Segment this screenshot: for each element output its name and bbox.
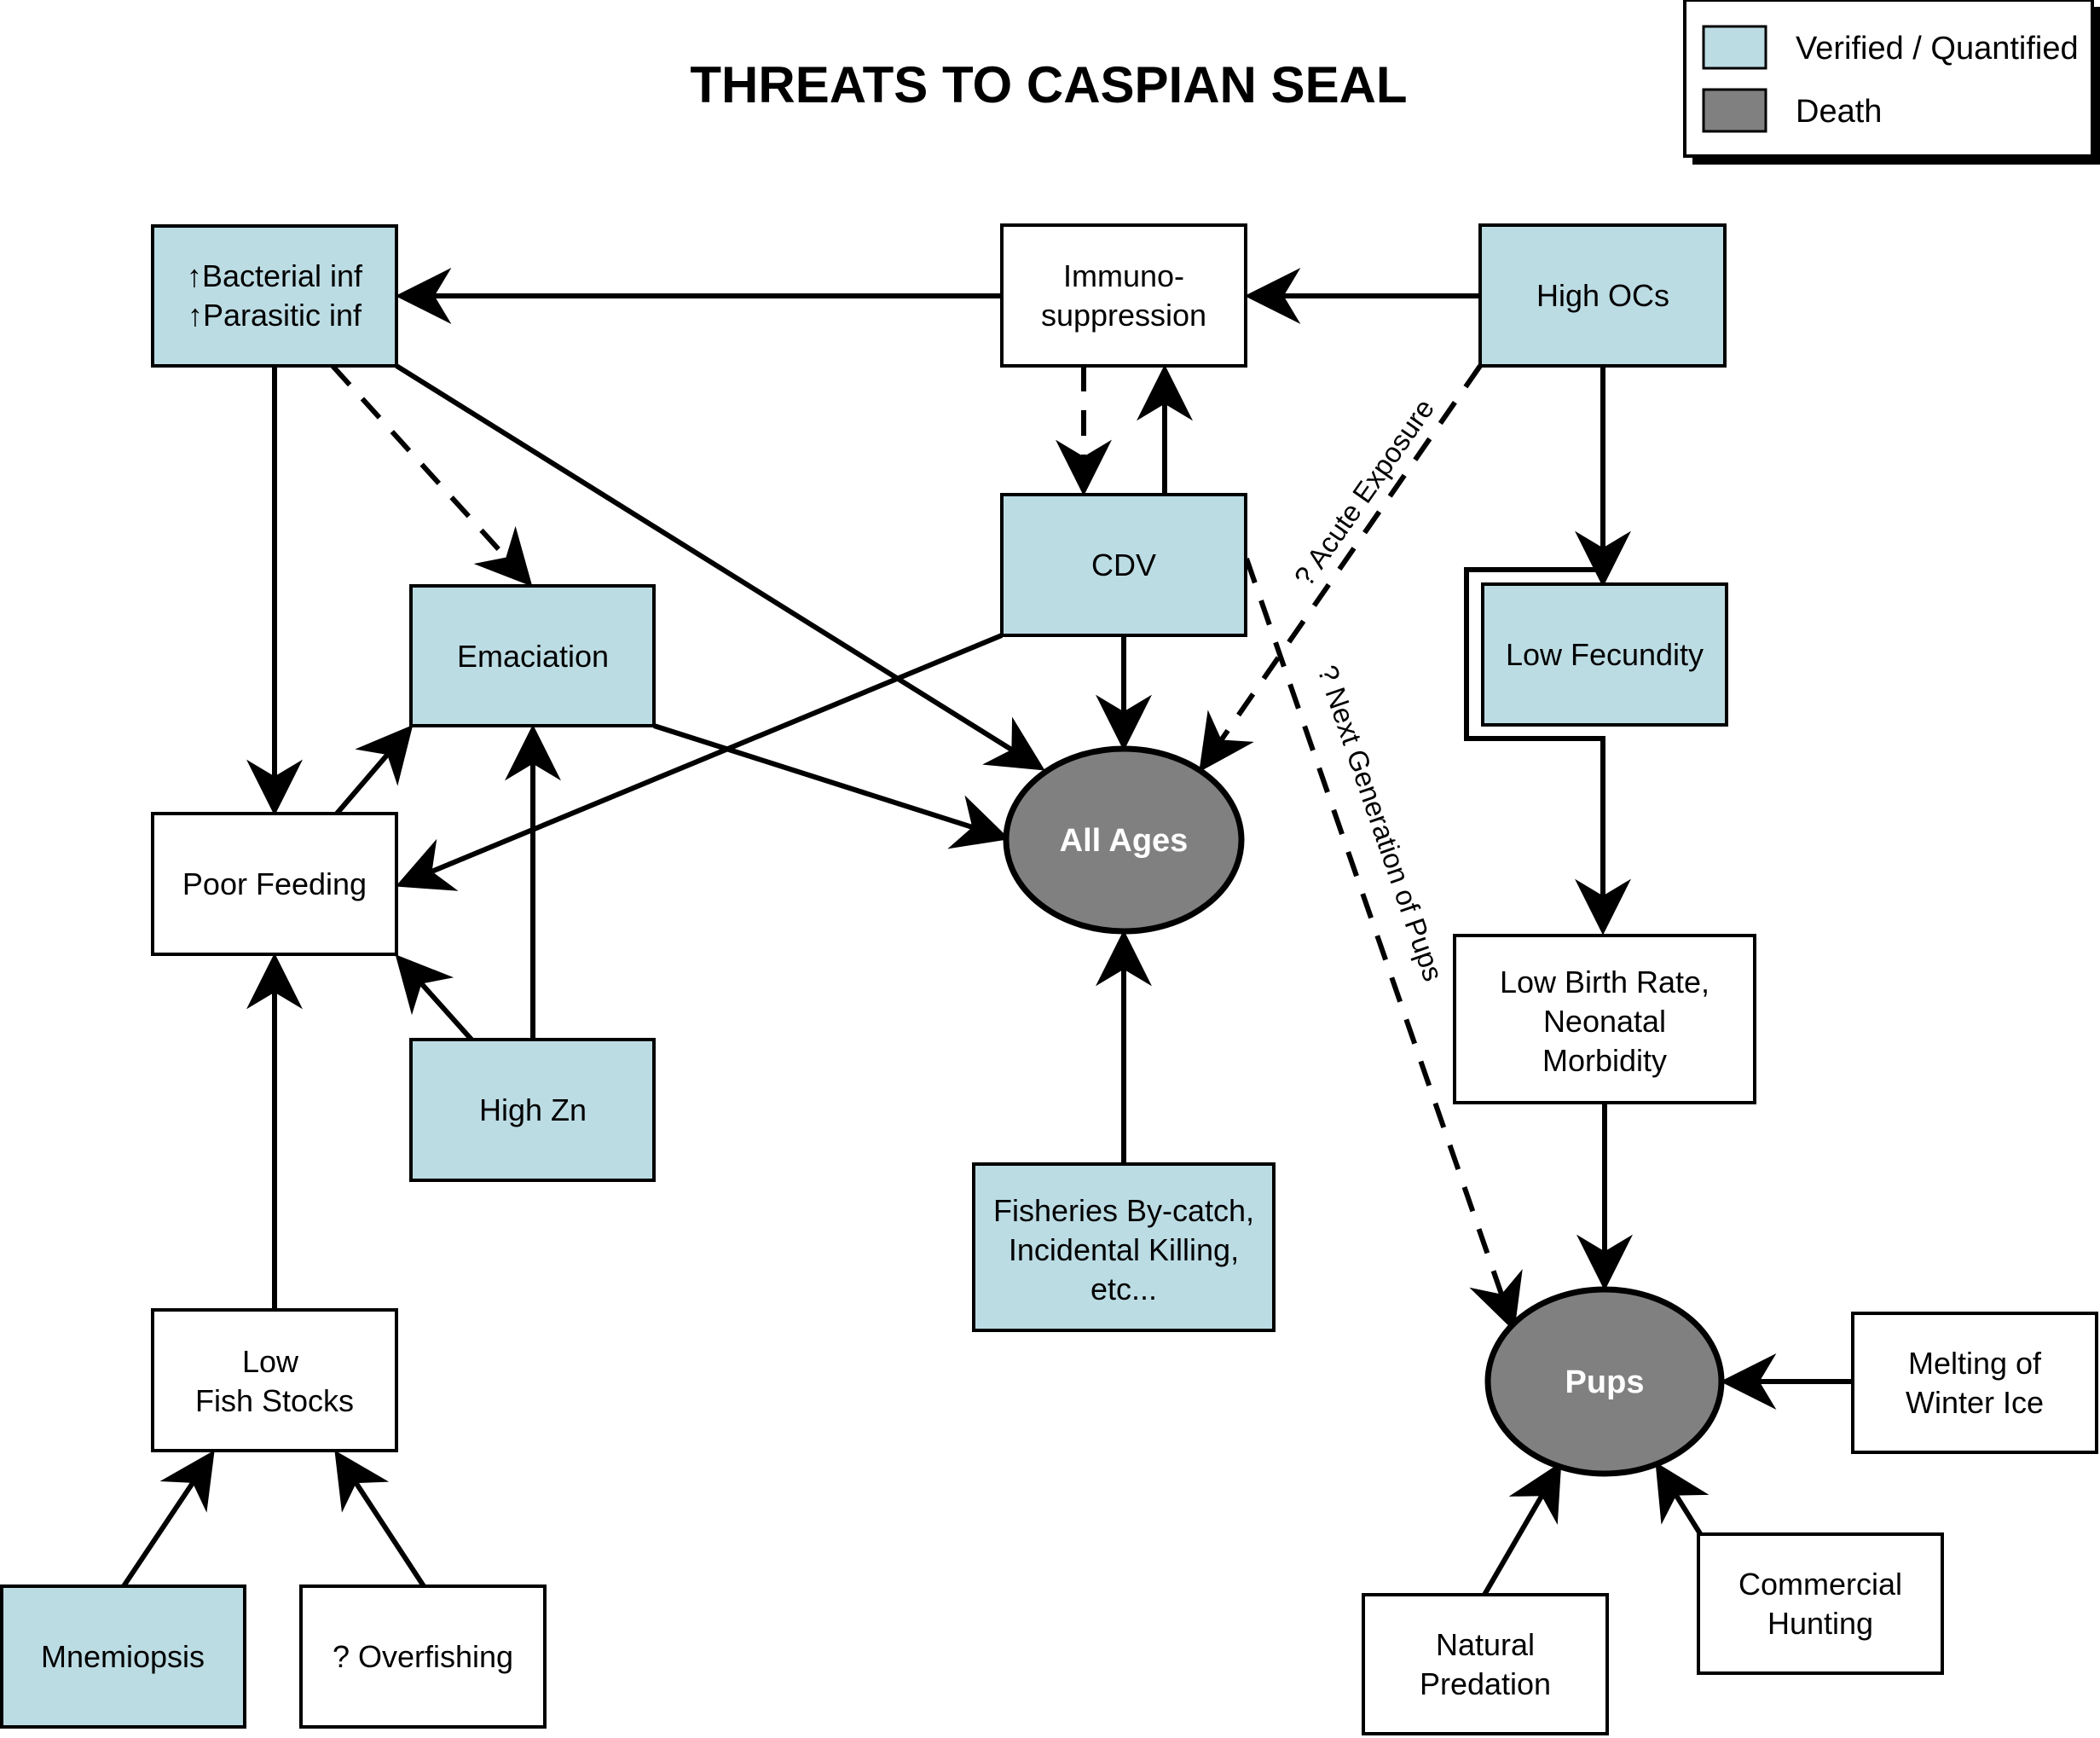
- nodes: ↑Bacterial inf ↑Parasitic inf Immuno- su…: [0, 223, 2098, 1735]
- node-high-zn[interactable]: High Zn: [409, 1038, 656, 1182]
- node-commercial-hunting[interactable]: Commercial Hunting: [1697, 1532, 1944, 1675]
- edge-overfishing-to-lowfish: [334, 1450, 426, 1588]
- node-natural-predation[interactable]: Natural Predation: [1362, 1593, 1609, 1735]
- edge-commercial-to-pups: [1655, 1462, 1710, 1537]
- edge-poorfeeding-to-emaciation: [334, 724, 414, 815]
- edge-label-next-generation: ? Next Generation of Pups: [1311, 661, 1449, 985]
- edge-bacterial-to-emaciation: [330, 363, 533, 587]
- node-immuno[interactable]: Immuno- suppression: [1000, 223, 1247, 368]
- edge-cdv-to-poorfeeding: [395, 633, 1004, 891]
- node-low-fish-line-1: Low: [242, 1344, 299, 1379]
- edge-bacterial-to-allages: [395, 363, 1045, 771]
- legend-label-verified: Verified / Quantified: [1796, 31, 2079, 67]
- legend: Verified / Quantified Death: [1683, 0, 2100, 165]
- node-fisheries-line-3: etc...: [1090, 1272, 1157, 1306]
- node-high-zn-label: High Zn: [479, 1092, 587, 1127]
- node-low-fish-stocks[interactable]: Low Fish Stocks: [151, 1308, 398, 1452]
- edge-fecundity-bracket: [1464, 567, 1631, 936]
- node-immuno-line-1: Immuno-: [1063, 258, 1184, 293]
- node-pups[interactable]: Pups: [1484, 1286, 1725, 1477]
- node-low-birth[interactable]: Low Birth Rate, Neonatal Morbidity: [1453, 934, 1756, 1104]
- node-high-ocs[interactable]: High OCs: [1478, 223, 1727, 368]
- node-bacterial-line-1: ↑Bacterial inf: [187, 258, 363, 293]
- node-natural-line-1: Natural: [1436, 1627, 1535, 1662]
- node-pups-label: Pups: [1565, 1364, 1645, 1400]
- diagram-title: THREATS TO CASPIAN SEAL: [690, 56, 1407, 113]
- node-mnemiopsis[interactable]: Mnemiopsis: [0, 1584, 246, 1729]
- legend-swatch-verified: [1702, 25, 1767, 70]
- edges: [121, 268, 1853, 1596]
- node-all-ages[interactable]: All Ages: [1003, 745, 1245, 935]
- node-low-fecundity[interactable]: Low Fecundity: [1481, 582, 1728, 727]
- node-melting[interactable]: Melting of Winter Ice: [1851, 1312, 2098, 1454]
- edge-cdv-to-pups: [1244, 558, 1523, 1332]
- node-poor-feeding[interactable]: Poor Feeding: [151, 812, 398, 956]
- node-poor-feeding-label: Poor Feeding: [182, 866, 367, 901]
- node-low-birth-line-1: Low Birth Rate,: [1500, 965, 1710, 999]
- node-emaciation[interactable]: Emaciation: [409, 584, 656, 727]
- node-all-ages-label: All Ages: [1060, 823, 1189, 859]
- node-commercial-line-1: Commercial: [1738, 1567, 1902, 1602]
- edge-mnemiopsis-to-lowfish: [121, 1450, 215, 1588]
- node-immuno-line-2: suppression: [1041, 298, 1206, 333]
- node-emaciation-label: Emaciation: [457, 639, 609, 674]
- node-cdv-label: CDV: [1091, 547, 1156, 582]
- edge-highocs-to-allages: [1199, 364, 1483, 773]
- node-high-ocs-label: High OCs: [1536, 278, 1669, 313]
- legend-label-death: Death: [1796, 94, 1882, 130]
- node-bacterial-line-2: ↑Parasitic inf: [188, 298, 362, 333]
- node-bacterial[interactable]: ↑Bacterial inf ↑Parasitic inf: [151, 224, 398, 368]
- node-melting-line-1: Melting of: [1908, 1346, 2042, 1381]
- node-overfishing[interactable]: ? Overfishing: [299, 1584, 547, 1729]
- node-commercial-line-2: Hunting: [1767, 1606, 1873, 1641]
- node-fisheries-line-2: Incidental Killing,: [1009, 1232, 1239, 1267]
- node-natural-line-2: Predation: [1420, 1666, 1551, 1701]
- edge-label-acute-exposure: ? Acute Exposure: [1287, 393, 1440, 592]
- node-melting-line-2: Winter Ice: [1906, 1385, 2044, 1420]
- node-low-fish-line-2: Fish Stocks: [195, 1383, 354, 1418]
- node-fisheries[interactable]: Fisheries By-catch, Incidental Killing, …: [972, 1162, 1276, 1332]
- node-low-birth-line-3: Morbidity: [1542, 1043, 1667, 1078]
- edge-emaciation-to-allages: [653, 723, 1010, 849]
- node-fisheries-line-1: Fisheries By-catch,: [993, 1193, 1254, 1228]
- legend-swatch-death: [1702, 88, 1767, 133]
- edge-natural-to-pups: [1482, 1462, 1562, 1596]
- node-overfishing-label: ? Overfishing: [333, 1639, 513, 1674]
- node-low-birth-line-2: Neonatal: [1543, 1004, 1666, 1039]
- node-low-fecundity-label: Low Fecundity: [1506, 637, 1704, 672]
- node-mnemiopsis-label: Mnemiopsis: [41, 1639, 205, 1674]
- node-cdv[interactable]: CDV: [1000, 493, 1247, 637]
- edge-highzn-to-poorfeeding: [395, 954, 474, 1042]
